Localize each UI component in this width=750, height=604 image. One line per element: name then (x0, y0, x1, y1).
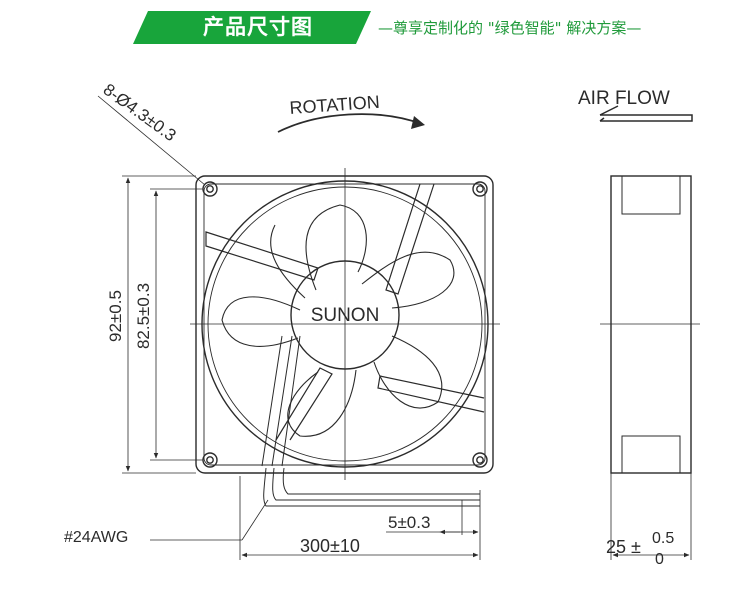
airflow-arrow (599, 105, 693, 122)
lead-wire-channel (261, 335, 480, 507)
page-title: 产品尺寸图 (203, 15, 313, 39)
fan-frame-outline (195, 175, 494, 474)
airflow-label: AIR FLOW (578, 88, 670, 109)
mounting-hole-bottom-right (472, 452, 488, 468)
depth-lower-tolerance: 0 (655, 551, 664, 568)
strip-length-label: 5±0.3 (388, 513, 430, 532)
height-dimension-label: 92±0.5 (106, 290, 125, 342)
mounting-hole-top-right (472, 181, 488, 197)
slogan-text: —尊享定制化的 "绿色智能" 解决方案— (378, 19, 642, 37)
header-banner (0, 11, 375, 44)
fan-frame-inner (203, 183, 486, 466)
hole-pitch-dimension-label: 82.5±0.3 (134, 283, 153, 349)
depth-upper-tolerance: 0.5 (652, 530, 674, 547)
hole-callout-label: 8-Ø4.3±0.3 (100, 80, 180, 145)
fan-side-view (600, 175, 700, 560)
frame-struts (205, 183, 485, 441)
rotation-arrow (277, 113, 423, 133)
banner-ribbon (133, 11, 371, 44)
impeller-blades (221, 204, 455, 437)
depth-base-label: 25 ± (606, 537, 641, 557)
wire-gauge-label: #24AWG (64, 529, 128, 546)
lead-length-label: 300±10 (300, 536, 360, 556)
brand-label: SUNON (311, 305, 380, 326)
